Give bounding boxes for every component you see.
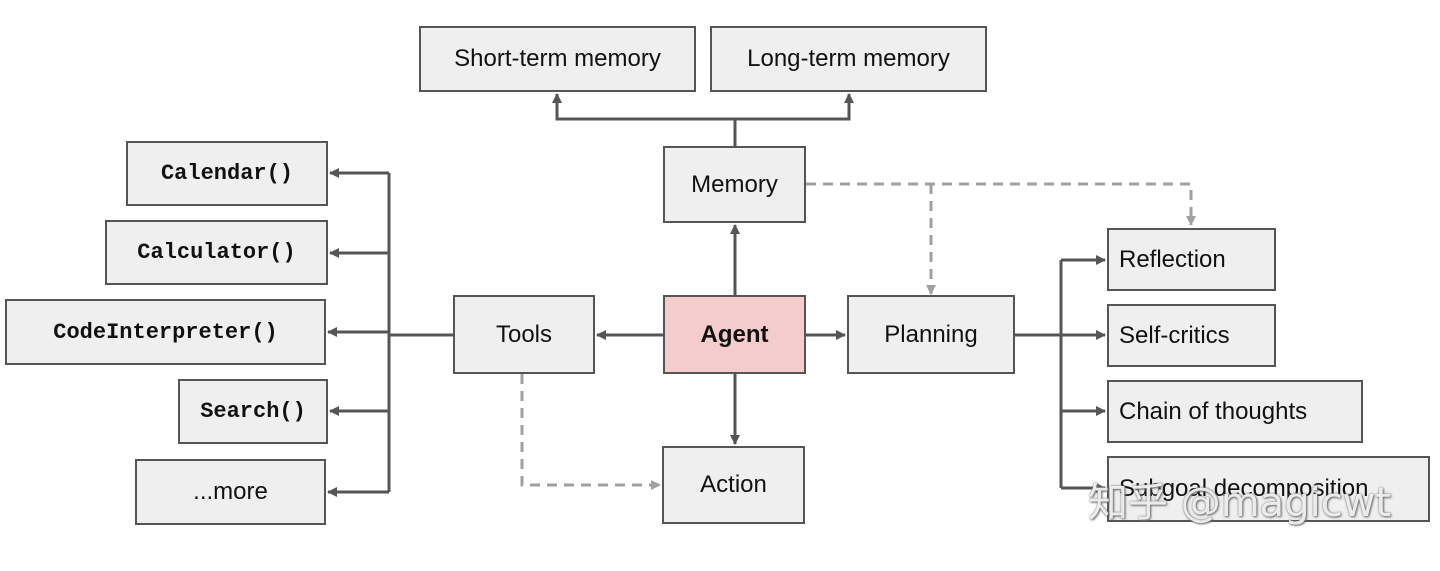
planning-node: Planning	[847, 295, 1015, 374]
memory-node: Memory	[663, 146, 806, 223]
self-critics-node: Self-critics	[1107, 304, 1276, 367]
tools-node: Tools	[453, 295, 595, 374]
memory-to-long-term-arrow	[735, 93, 854, 121]
chain-of-thoughts-node: Chain of thoughts	[1107, 380, 1363, 443]
calculator-tool-node: Calculator()	[105, 220, 328, 285]
long-term-memory-node: Long-term memory	[710, 26, 987, 92]
short-term-memory-node: Short-term memory	[419, 26, 696, 92]
reflection-node: Reflection	[1107, 228, 1276, 291]
tools-to-action-dashed-arrow	[520, 374, 661, 490]
agent-node: Agent	[663, 295, 806, 374]
memory-to-reflection-dashed-arrow	[806, 182, 1196, 226]
watermark: 知乎 @magicwt	[1088, 480, 1392, 526]
subgoal-decomposition-node: Subgoal decomposition	[1107, 456, 1430, 522]
action-node: Action	[662, 446, 805, 524]
more-tools-node: ...more	[135, 459, 326, 525]
calendar-tool-node: Calendar()	[126, 141, 328, 206]
memory-to-short-term-arrow	[552, 93, 737, 146]
code-interpreter-tool-node: CodeInterpreter()	[5, 299, 326, 365]
search-tool-node: Search()	[178, 379, 328, 444]
